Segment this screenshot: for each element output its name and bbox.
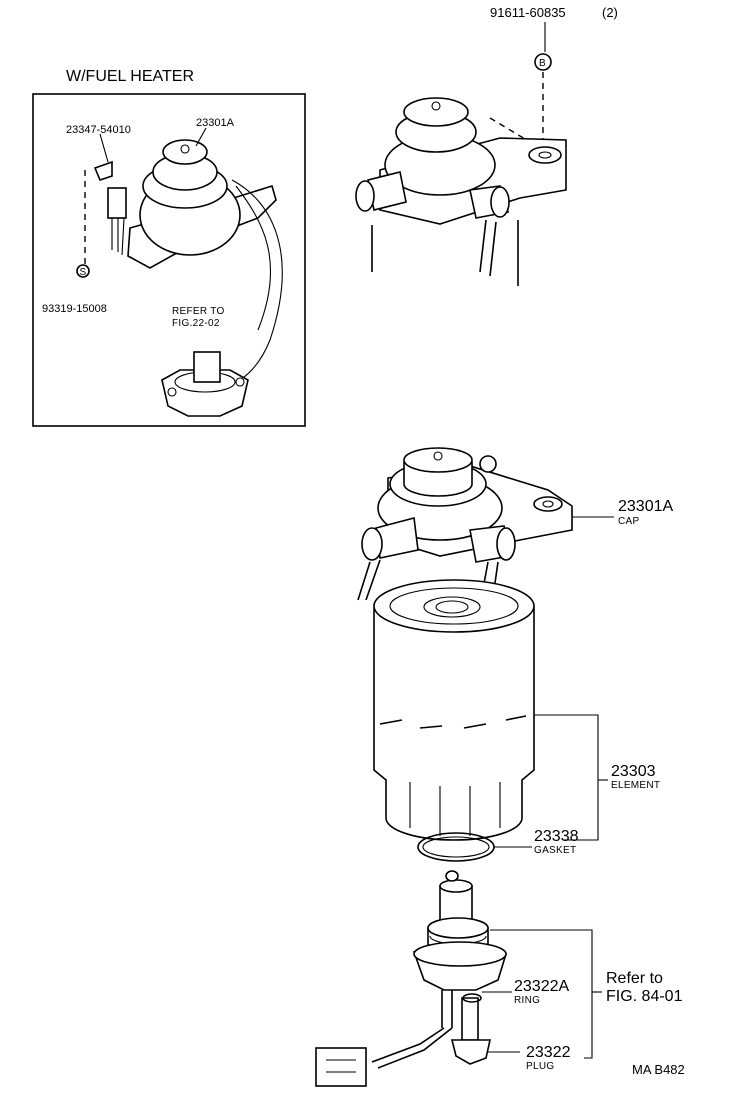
b-marker: [534, 53, 552, 71]
ring-part-name: RING: [514, 995, 540, 1006]
diagram-code: MA B482: [632, 1062, 685, 1077]
b-marker-label: B: [539, 58, 546, 69]
cap-part-name: CAP: [618, 516, 639, 527]
inset-refer-line2: FIG.22-02: [172, 318, 220, 329]
gasket-part-name: GASKET: [534, 845, 576, 856]
inset-s-marker-label: S: [80, 267, 87, 278]
element-part-name: ELEMENT: [611, 780, 660, 791]
top-assembly-drawing: [355, 72, 567, 286]
plug-drawing: [315, 870, 508, 1087]
bolt-part-number: 91611-60835: [490, 5, 566, 20]
ring-part-number: 23322A: [514, 978, 569, 995]
bolt-quantity: (2): [602, 5, 618, 20]
inset-cap-part: 23301A: [196, 117, 235, 129]
inset-frame: [32, 93, 306, 427]
plug-part-number: 23322: [526, 1044, 571, 1061]
gasket-part-number: 23338: [534, 828, 579, 845]
inset-screw-part: 93319-15008: [42, 303, 107, 315]
refer-line1: Refer to: [606, 970, 663, 987]
refer-line2: FIG. 84-01: [606, 988, 683, 1005]
inset-cap-drawing: [84, 127, 283, 417]
element-part-number: 23303: [611, 763, 656, 780]
element-bracket: [534, 714, 599, 841]
ring-drawing: [462, 993, 482, 1003]
cap-part-number: 23301A: [618, 498, 673, 515]
inset-bracket-part: 23347-54010: [66, 124, 131, 136]
element-drawing: [373, 579, 535, 841]
cap-drawing: [357, 447, 573, 619]
inset-title: W/FUEL HEATER: [66, 68, 194, 85]
plug-part-name: PLUG: [526, 1061, 554, 1072]
inset-s-marker: [76, 264, 90, 278]
inset-refer-line1: REFER TO: [172, 306, 225, 317]
plug-bracket: [490, 929, 593, 1059]
